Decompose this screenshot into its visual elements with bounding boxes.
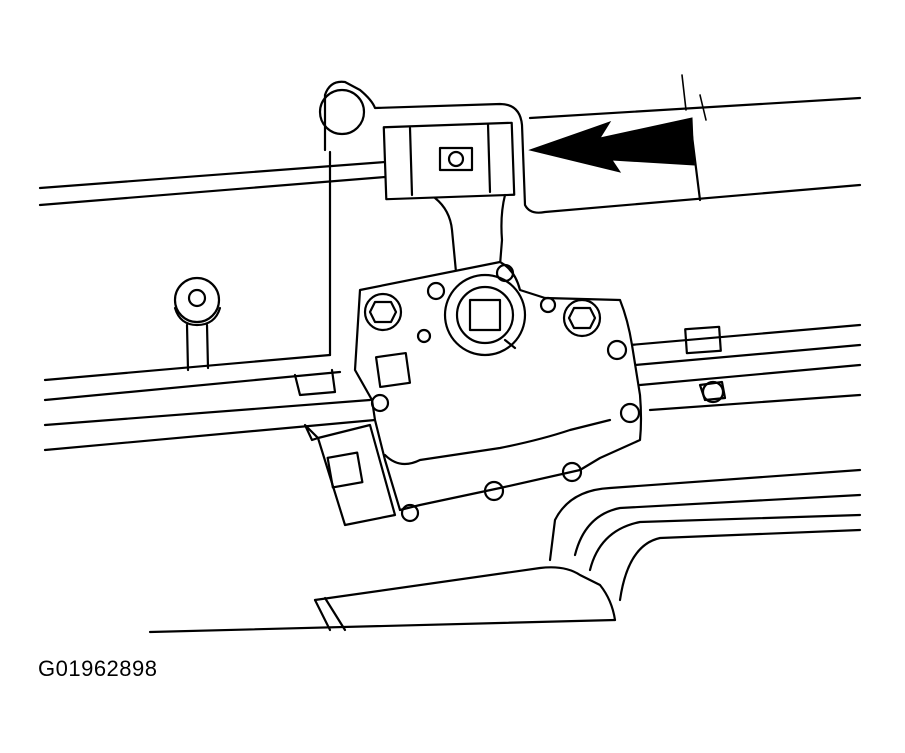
mounting-post <box>173 276 222 372</box>
ribbon-cable <box>433 193 507 274</box>
side-connector <box>303 423 397 527</box>
switch-body <box>353 260 643 523</box>
figure-id-label: G01962898 <box>38 656 158 681</box>
cable-rod <box>38 160 387 207</box>
electrical-connector <box>382 121 516 201</box>
lower-housing <box>148 468 862 634</box>
arrow-left-icon <box>528 117 695 173</box>
